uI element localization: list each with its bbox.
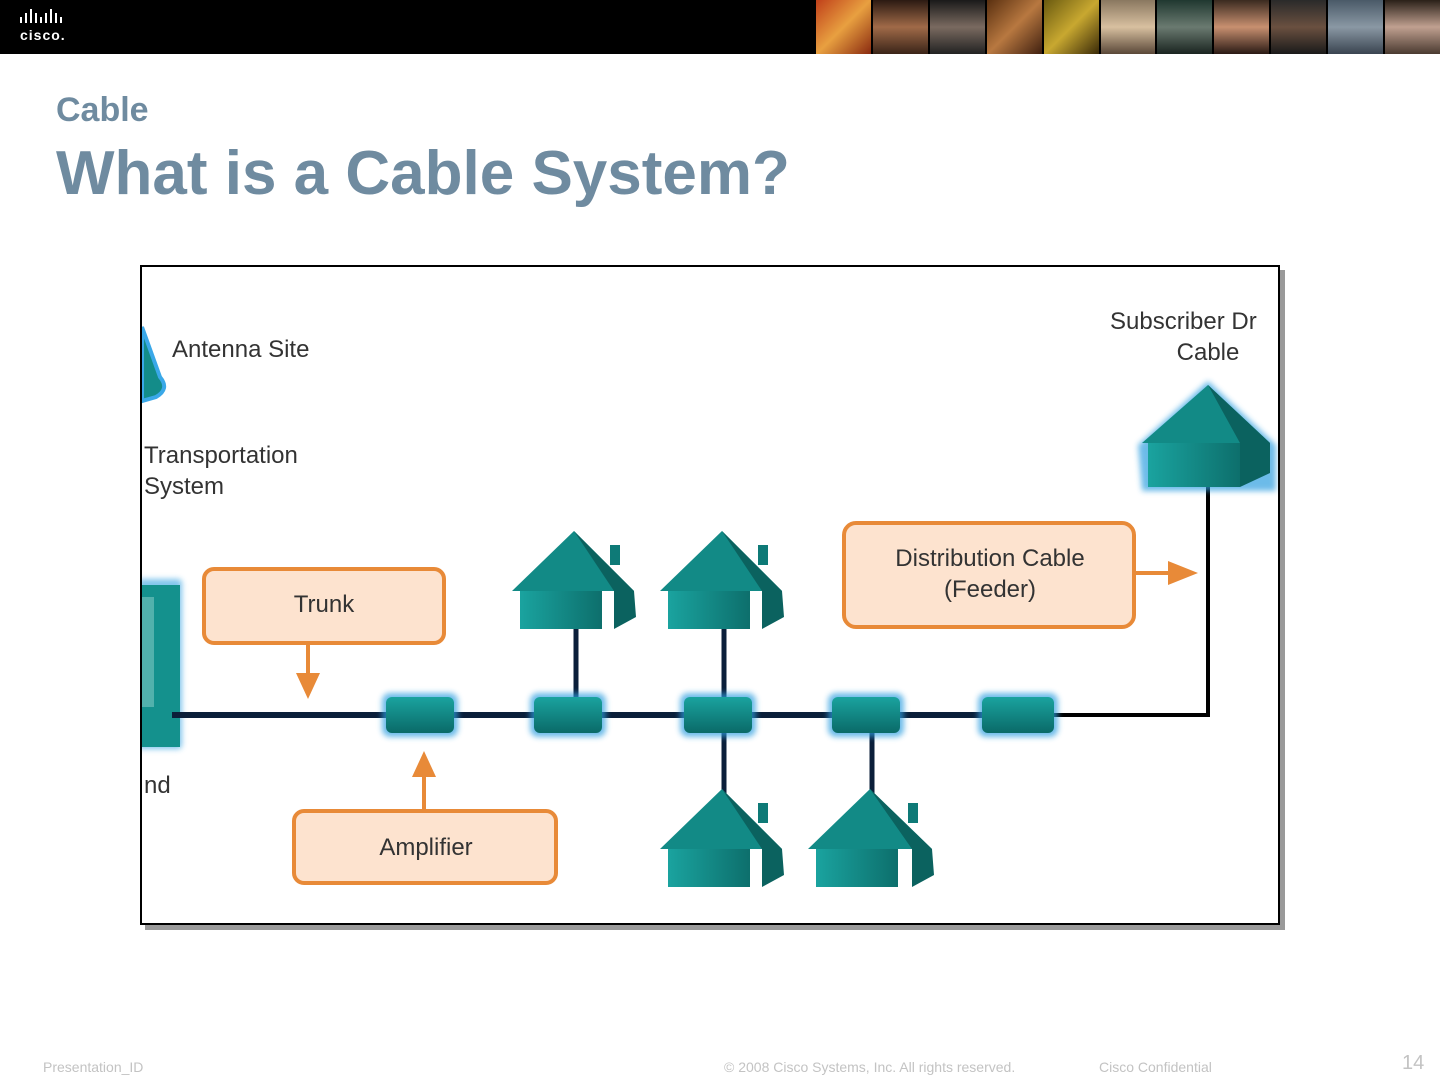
subscriber-drop-cable [1052,487,1210,717]
house-icon [660,789,784,887]
trunk-callout: Trunk [202,567,446,699]
photo-9 [1269,0,1327,54]
section-title: Cable [56,91,149,129]
photo-4 [984,0,1042,54]
cisco-logo: cisco. [20,9,80,45]
transportation-label-line1: Transportation [144,442,298,469]
transportation-label-line2: System [144,473,224,500]
trunk-label: Trunk [294,591,355,618]
tap-icon [530,693,606,737]
cable-system-diagram: Trunk Amplifier Distribution Cable (Feed… [140,265,1280,925]
distribution-label-line1: Distribution Cable [895,545,1084,572]
diagram-canvas: Trunk Amplifier Distribution Cable (Feed… [142,308,1276,887]
photo-6 [1098,0,1156,54]
confidential-text: Cisco Confidential [1099,1059,1212,1075]
slide-title: What is a Cable System? [56,139,790,208]
photo-2 [870,0,928,54]
distribution-cable-callout: Distribution Cable (Feeder) [842,521,1198,629]
photo-1 [816,0,871,54]
copyright-text: © 2008 Cisco Systems, Inc. All rights re… [724,1059,1016,1075]
photo-8 [1212,0,1270,54]
header-bar: cisco. [0,0,1440,54]
antenna-site-label: Antenna Site [172,336,309,363]
cisco-wordmark: cisco. [20,27,66,43]
antenna-icon [142,326,167,404]
photo-11 [1383,0,1440,54]
amplifier-icon [382,693,458,737]
headend-label-fragment: nd [144,772,171,799]
photo-5 [1041,0,1099,54]
photo-10 [1326,0,1384,54]
page-number: 14 [1402,1052,1425,1074]
tap-icon [680,693,756,737]
headend-building-icon [142,579,182,749]
distribution-label-line2: (Feeder) [944,576,1036,603]
subscriber-drop-label-line2: Cable [1177,339,1240,366]
cisco-bars-icon [20,9,62,23]
amplifier-label: Amplifier [379,834,472,861]
tap-icon [828,693,904,737]
header-photo-strip [816,0,1440,54]
amplifier-icon [978,693,1058,737]
photo-7 [1155,0,1213,54]
presentation-id: Presentation_ID [43,1059,144,1075]
house-icon [808,789,934,887]
house-icon [512,531,636,629]
amplifier-callout: Amplifier [292,751,558,885]
subscriber-house-icon [1138,381,1276,491]
subscriber-drop-label-line1: Subscriber Dr [1110,308,1257,335]
house-icon [660,531,784,629]
photo-3 [927,0,985,54]
